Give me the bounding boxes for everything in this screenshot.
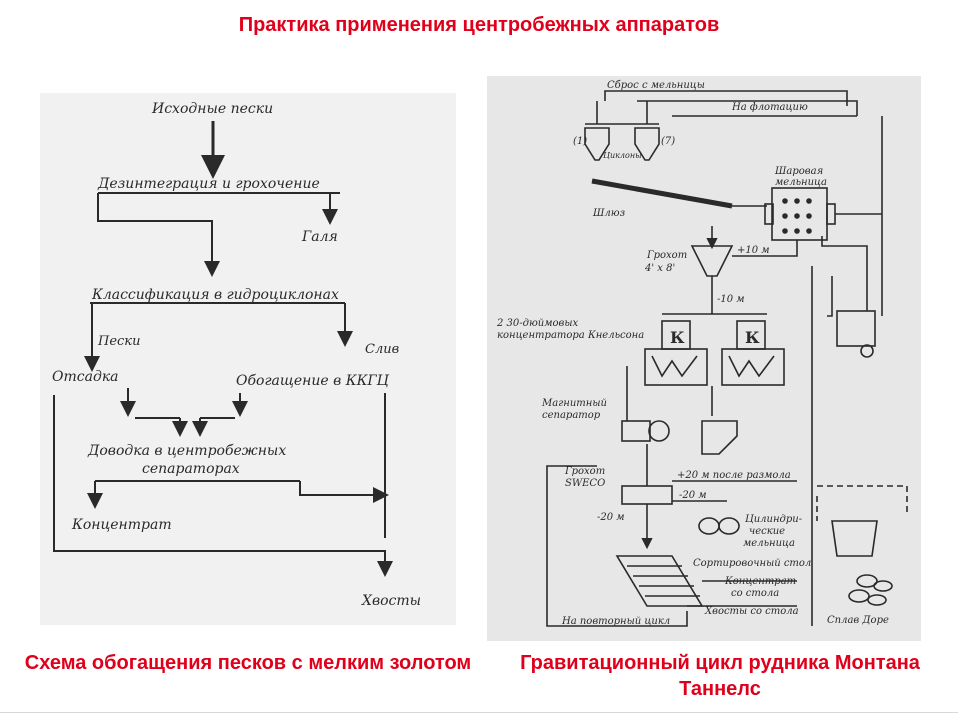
label-minus20-a: -20 м <box>679 490 707 501</box>
node-concentrate: Концентрат <box>71 517 172 533</box>
label-plus10: +10 м <box>737 245 770 256</box>
label-repeat-cycle: На повторный цикл <box>561 616 670 627</box>
label-plus20-grind: +20 м после размола <box>677 470 791 481</box>
label-magsep-2: сепаратор <box>542 410 601 421</box>
label-cyclones: Циклоны <box>603 151 642 160</box>
label-sort-table: Сортировочный стол <box>693 558 811 569</box>
circuit-svg: К К Сброс с мельницы На флотацию (1) (7)… <box>496 80 908 627</box>
label-to-flotation: На флотацию <box>731 102 808 113</box>
node-finishing-line1: Доводка в центробежных <box>87 443 286 459</box>
label-dore: Сплав Доре <box>827 615 889 626</box>
label-ball-mill-2: мельница <box>775 177 827 188</box>
flowsheet-svg: Исходные пески Дезинтеграция и грохочени… <box>52 101 421 609</box>
node-sands: Пески <box>97 334 140 349</box>
node-pebbles: Галя <box>301 229 338 245</box>
knelson-mark-left: К <box>670 328 685 347</box>
node-overflow: Слив <box>365 342 399 357</box>
label-magsep-1: Магнитный <box>541 398 607 409</box>
sand-processing-flowsheet: Исходные пески Дезинтеграция и грохочени… <box>40 93 456 625</box>
node-disintegration: Дезинтеграция и грохочение <box>97 176 320 192</box>
node-tailings: Хвосты <box>361 593 421 609</box>
label-table-tails: Хвосты со стола <box>704 606 799 617</box>
bottom-divider <box>0 712 958 713</box>
node-kkgc: Обогащение в ККГЦ <box>236 373 390 389</box>
right-diagram-caption: Гравитационный цикл рудника Монтана Танн… <box>520 652 920 700</box>
label-cyl-mill-2: ческие <box>749 526 785 537</box>
node-input: Исходные пески <box>151 101 273 117</box>
label-cyclone-1: (1) <box>573 136 587 147</box>
label-knelson-1: 2 30-дюймовых <box>496 318 579 329</box>
node-finishing-line2: сепараторах <box>142 461 240 477</box>
page-title: Практика применения центробежных аппарат… <box>238 14 720 36</box>
label-cyclone-7: (7) <box>661 136 675 147</box>
label-minus10: -10 м <box>717 294 745 305</box>
label-ball-mill-1: Шаровая <box>774 166 823 177</box>
node-classification: Классификация в гидроциклонах <box>91 287 339 303</box>
label-minus20-b: -20 м <box>597 512 625 523</box>
label-sweco-2: SWECO <box>565 478 605 489</box>
label-screen-1: Грохот <box>646 250 687 261</box>
label-cyl-mill-1: Цилиндри- <box>745 514 803 525</box>
label-screen-2: 4' x 8' <box>644 263 675 274</box>
gravity-circuit-diagram: К К Сброс с мельницы На флотацию (1) (7)… <box>487 76 921 641</box>
left-diagram-caption: Схема обогащения песков с мелким золотом <box>24 652 472 674</box>
node-jigging: Отсадка <box>52 369 119 385</box>
label-mill-discharge: Сброс с мельницы <box>607 80 705 91</box>
label-sweco-1: Грохот <box>564 466 605 477</box>
label-cyl-mill-3: мельница <box>743 538 795 549</box>
label-chute: Шлюз <box>592 208 625 219</box>
knelson-mark-right: К <box>745 328 760 347</box>
label-knelson-2: концентратора Кнельсона <box>497 330 644 341</box>
label-table-conc-1: Концентрат <box>724 576 796 587</box>
label-table-conc-2: со стола <box>731 588 779 599</box>
